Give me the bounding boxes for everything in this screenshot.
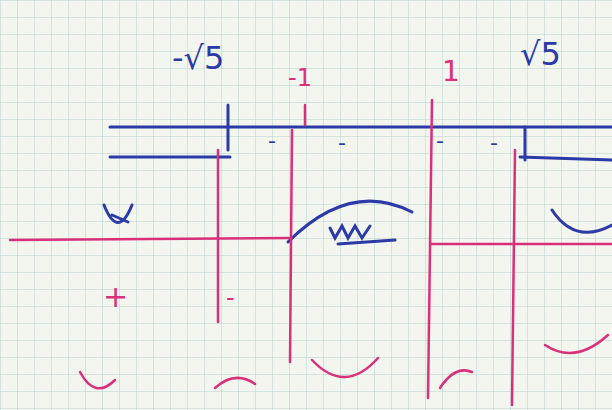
root-label: √5 [520,38,561,70]
sign-mark: - [338,132,346,154]
sign-mark: + [103,282,128,312]
pink-ink [10,100,612,405]
root-label: 1 [442,58,460,86]
sign-mark: - [436,130,444,152]
blue-ink [104,105,612,244]
sign-mark: - [226,286,235,310]
sign-mark: - [490,132,498,154]
sign-mark: - [268,130,276,152]
root-label: -√5 [172,42,224,74]
root-label: -1 [288,66,312,90]
